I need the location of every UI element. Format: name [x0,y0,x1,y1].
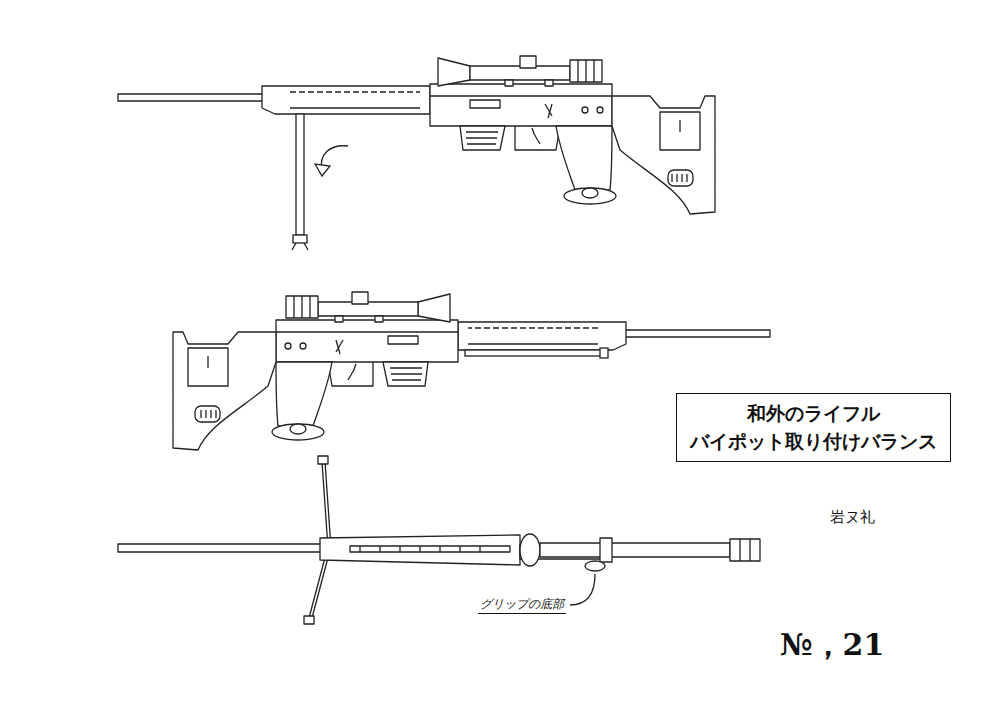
title-text: バイポット取り付けバランス [689,428,938,456]
title-box: 和外のライフルバイポット取り付けバランス [676,393,951,462]
callout-label: グリップの底部 [478,596,566,614]
signature: 岩ヌ礼 [828,508,877,527]
sheet-number: №，21 [778,625,886,666]
title-text: 和外のライフル [689,400,938,428]
